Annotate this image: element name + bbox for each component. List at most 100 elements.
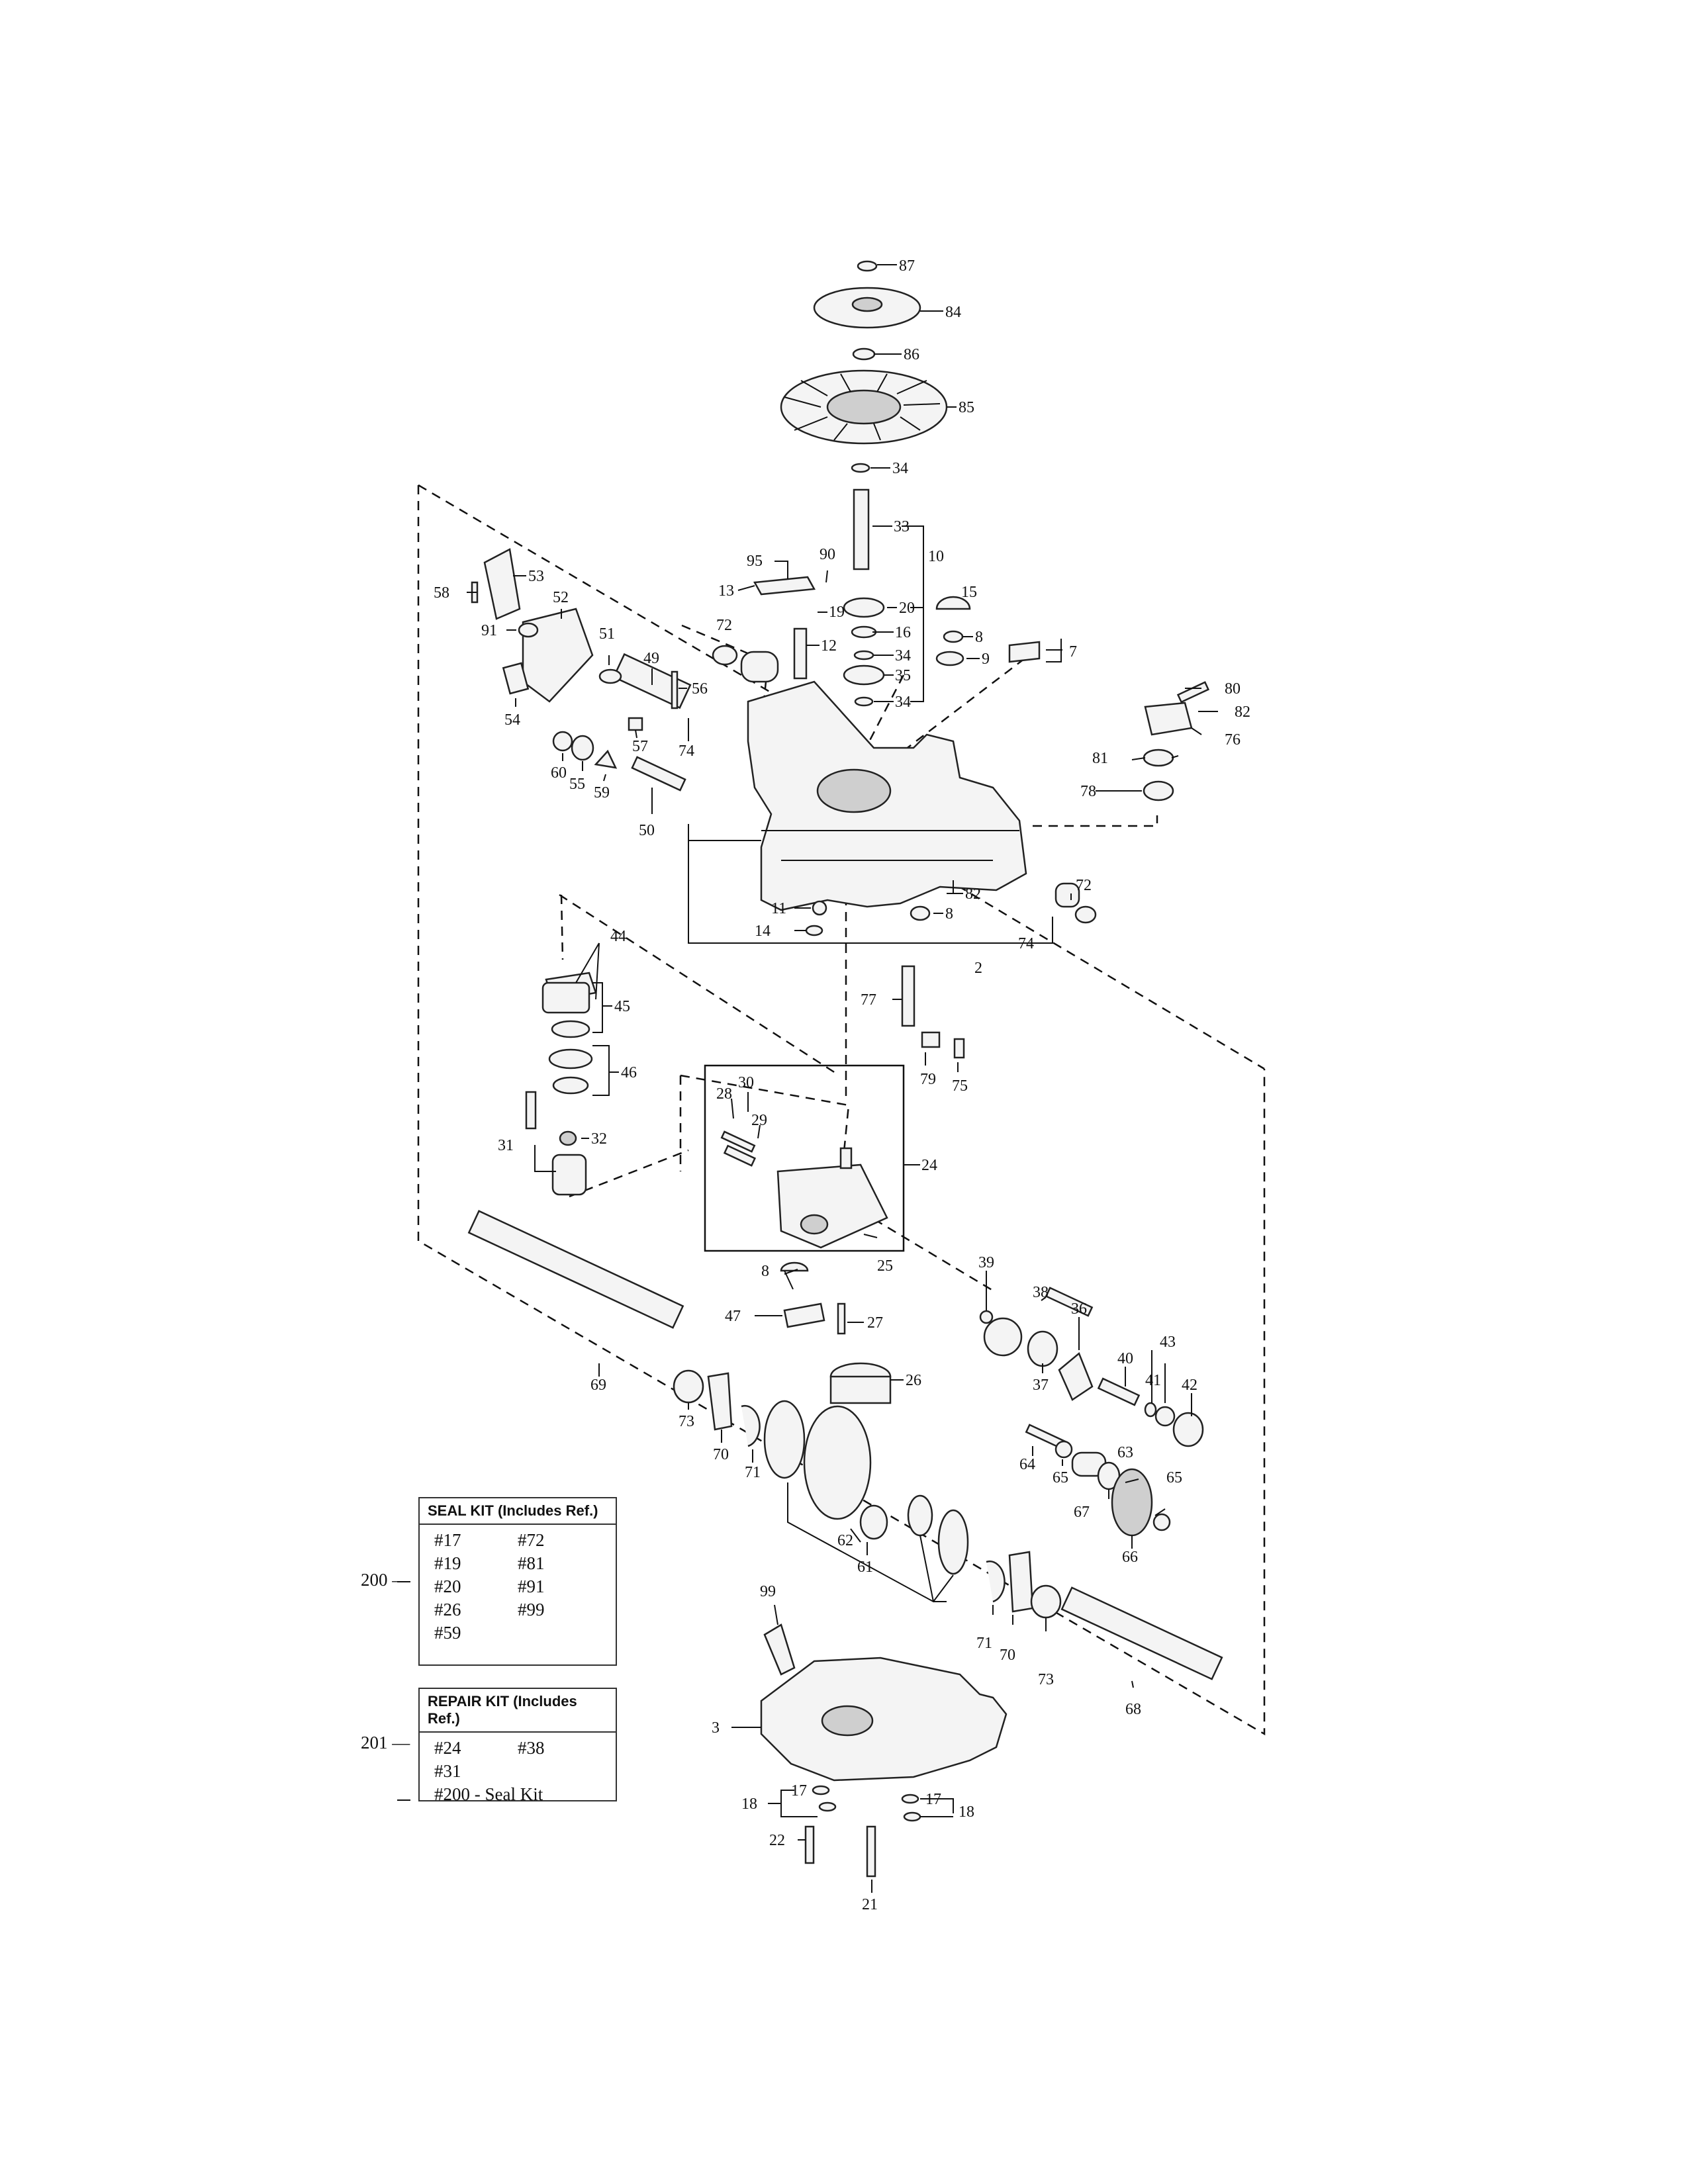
seal-kit-item: #17 xyxy=(434,1530,461,1550)
callout-72: 72 xyxy=(716,617,732,634)
callout-71-b: 71 xyxy=(976,1635,992,1652)
callout-19: 19 xyxy=(829,604,845,621)
repair-kit-title: REPAIR KIT (Includes Ref.) xyxy=(420,1689,616,1733)
callout-30: 30 xyxy=(738,1074,754,1091)
callout-38: 38 xyxy=(1033,1284,1049,1301)
callout-34: 34 xyxy=(892,460,908,477)
ring-71-right xyxy=(986,1561,1006,1603)
callout-99: 99 xyxy=(760,1583,776,1600)
valve-28 xyxy=(723,1144,757,1167)
repair-kit-item: #200 - Seal Kit xyxy=(434,1784,543,1804)
callout-8-c: 8 xyxy=(761,1263,769,1280)
rotor-37 xyxy=(983,1317,1023,1357)
callout-74-b: 74 xyxy=(1018,935,1034,952)
bracket-47 xyxy=(783,1302,825,1328)
cylinder-block xyxy=(551,1154,587,1196)
housing-boss xyxy=(816,768,892,813)
pin-pump xyxy=(839,1147,853,1169)
axle-68 xyxy=(1060,1586,1223,1680)
cap-15 xyxy=(935,596,971,610)
callout-70: 70 xyxy=(713,1446,729,1463)
spring-32 xyxy=(559,1130,577,1146)
ring-41 xyxy=(1144,1402,1157,1418)
callout-75: 75 xyxy=(952,1077,968,1095)
gear-42 xyxy=(1172,1412,1204,1447)
pin-12 xyxy=(793,627,808,680)
washer-70-right xyxy=(1008,1551,1034,1613)
valve-7 xyxy=(1008,641,1041,663)
callout-10: 10 xyxy=(928,548,944,565)
callout-37: 37 xyxy=(1033,1377,1049,1394)
callout-28: 28 xyxy=(716,1085,732,1103)
seal-kit-item: #99 xyxy=(518,1600,545,1619)
callout-labels: 87 84 86 85 34 33 10 95 90 13 19 20 15 1… xyxy=(434,257,1250,1913)
seal-72-right xyxy=(1074,905,1097,924)
callout-85: 85 xyxy=(959,399,974,416)
spring-38 xyxy=(1045,1287,1094,1317)
bearing-9 xyxy=(935,651,964,666)
callout-24: 24 xyxy=(921,1157,937,1174)
callout-50: 50 xyxy=(639,822,655,839)
fill-tube-99 xyxy=(763,1623,796,1676)
repair-kit-list: #24 #38 #31 #200 - Seal Kit xyxy=(420,1733,616,1810)
callout-9: 9 xyxy=(982,651,990,668)
callout-84: 84 xyxy=(945,304,961,321)
bearing-46 xyxy=(548,1048,593,1069)
callout-35: 35 xyxy=(895,667,911,684)
link-dash-2 xyxy=(863,658,1158,827)
callout-68: 68 xyxy=(1125,1701,1141,1718)
arm-76 xyxy=(1144,702,1193,736)
pin-31 xyxy=(525,1091,537,1130)
block-79 xyxy=(921,1031,941,1048)
callout-64: 64 xyxy=(1019,1456,1035,1473)
seal-kit-item: #26 xyxy=(434,1600,461,1619)
callout-78: 78 xyxy=(1080,783,1096,800)
callout-8: 8 xyxy=(975,629,983,646)
seal-kit-box: SEAL KIT (Includes Ref.) #17 #72 #19 #81… xyxy=(418,1497,617,1666)
callout-17-b: 17 xyxy=(925,1791,941,1808)
oring-81 xyxy=(1143,749,1174,767)
block-54 xyxy=(502,662,530,695)
callout-86: 86 xyxy=(904,346,919,363)
callout-25: 25 xyxy=(877,1257,893,1275)
pinion-62 xyxy=(907,1494,933,1537)
retaining-ring-87 xyxy=(857,260,878,272)
callout-80: 80 xyxy=(1225,680,1241,698)
callout-60: 60 xyxy=(551,764,567,782)
callout-65-b: 65 xyxy=(1166,1469,1182,1486)
ring-34 xyxy=(853,650,874,660)
spring-75 xyxy=(953,1038,965,1059)
callout-15: 15 xyxy=(961,584,977,601)
bolt-27 xyxy=(837,1302,846,1335)
plate-37 xyxy=(1027,1330,1058,1367)
callout-67: 67 xyxy=(1074,1504,1090,1521)
repair-kit-item: #31 xyxy=(434,1761,461,1781)
washer-62 xyxy=(859,1504,888,1540)
callout-39: 39 xyxy=(978,1254,994,1271)
shaft-77 xyxy=(901,965,915,1027)
spring-29 xyxy=(720,1130,756,1153)
seal-91 xyxy=(518,622,539,638)
callout-45: 45 xyxy=(614,998,630,1015)
oring-59 xyxy=(594,749,618,769)
washer-16 xyxy=(851,625,877,639)
lever-53 xyxy=(483,548,521,620)
gear-66 xyxy=(1111,1468,1153,1537)
callout-2: 2 xyxy=(974,960,982,977)
bearing-35 xyxy=(843,664,885,686)
repair-kit-item: #38 xyxy=(518,1738,545,1758)
bushing-74 xyxy=(740,651,779,683)
leader-lines xyxy=(397,264,1218,1893)
callout-55: 55 xyxy=(569,776,585,793)
retaining-ring-34-top xyxy=(851,463,870,473)
callout-65: 65 xyxy=(1053,1469,1068,1486)
callout-52: 52 xyxy=(553,589,569,606)
seal-72 xyxy=(712,645,738,666)
seal-kit-title: SEAL KIT (Includes Ref.) xyxy=(420,1498,616,1525)
callout-34-b: 34 xyxy=(895,647,911,664)
washer-17-right xyxy=(901,1794,919,1804)
callout-82: 82 xyxy=(1235,704,1250,721)
callout-44: 44 xyxy=(610,928,626,945)
callout-73-b: 73 xyxy=(1038,1671,1054,1688)
